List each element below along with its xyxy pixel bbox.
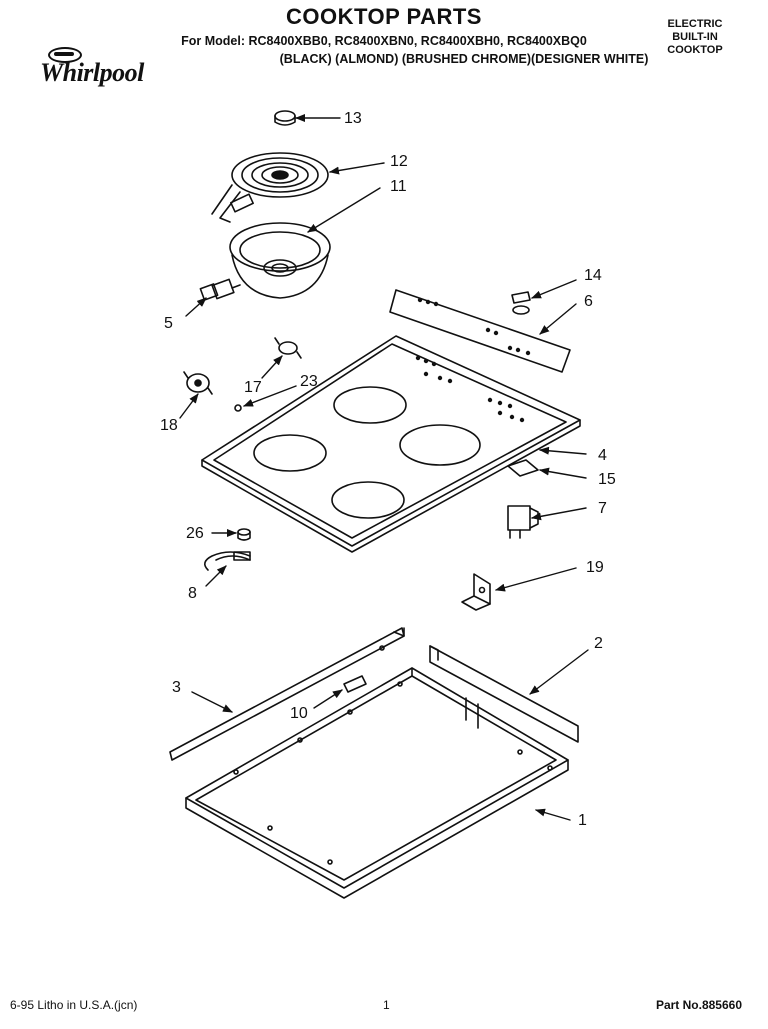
part-5-receptacle — [199, 278, 241, 301]
part-23-screw — [234, 404, 242, 412]
part-1-burner-box — [185, 667, 569, 899]
callout-13: 13 — [344, 110, 362, 127]
product-type-line-1: ELECTRIC — [667, 18, 723, 30]
logo-text: Whirlpool — [40, 58, 144, 87]
part-15-gasket — [507, 459, 539, 477]
leader-lines — [179, 114, 589, 821]
finish-names: (BLACK) (ALMOND) (BRUSHED CHROME)(DESIGN… — [279, 52, 649, 66]
page-title: COOKTOP PARTS — [286, 4, 482, 29]
callout-11: 11 — [390, 178, 407, 195]
part-17-switch — [274, 337, 302, 359]
part-6-control-panel — [389, 289, 571, 373]
callout-6: 6 — [584, 293, 593, 310]
part-13-knob — [274, 110, 296, 126]
callout-5: 5 — [164, 315, 173, 332]
whirlpool-logo: Whirlpool — [40, 44, 170, 92]
footer-litho: 6-95 Litho in U.S.A.(jcn) — [10, 998, 138, 1012]
callout-1: 1 — [578, 812, 587, 829]
product-type-line-3: COOKTOP — [667, 44, 723, 56]
callout-12: 12 — [390, 153, 408, 170]
callout-15: 15 — [598, 471, 616, 488]
part-19-bracket — [461, 573, 491, 611]
callout-4: 4 — [598, 447, 607, 464]
part-11-drip-bowl — [229, 222, 331, 299]
callout-10: 10 — [290, 705, 308, 722]
part-3-trim-strip — [169, 627, 405, 761]
product-type-line-2: BUILT-IN — [672, 31, 718, 43]
product-type: ELECTRIC BUILT-IN COOKTOP — [650, 18, 740, 57]
callout-2: 2 — [594, 635, 603, 652]
part-10-clip — [343, 675, 367, 693]
callout-14: 14 — [584, 267, 602, 284]
footer-part-number: Part No.885660 — [655, 998, 742, 1012]
whirlpool-swirl-icon — [48, 47, 82, 63]
callout-7: 7 — [598, 500, 607, 517]
callout-17: 17 — [244, 379, 262, 396]
part-4-cooktop — [201, 335, 581, 553]
callout-numbers: 13 12 11 5 14 6 17 23 18 4 15 7 26 8 19 … — [160, 110, 616, 829]
part-12-surface-element — [211, 152, 329, 223]
part-18-infinite-switch — [183, 371, 213, 395]
callout-23: 23 — [300, 373, 318, 390]
callout-3: 3 — [172, 679, 181, 696]
model-list: For Model: RC8400XBB0, RC8400XBN0, RC840… — [0, 32, 768, 68]
callout-19: 19 — [586, 559, 604, 576]
part-7-indicator-light — [507, 505, 539, 539]
model-numbers: For Model: RC8400XBB0, RC8400XBN0, RC840… — [181, 34, 587, 48]
part-8-wire-harness — [204, 551, 251, 571]
part-26-plug — [237, 528, 251, 541]
callout-8: 8 — [188, 585, 197, 602]
callout-26: 26 — [186, 525, 204, 542]
callout-18: 18 — [160, 417, 178, 434]
part-14-clip — [511, 291, 531, 315]
part-2-rear-bracket — [429, 645, 579, 743]
footer-page-number: 1 — [383, 998, 390, 1012]
